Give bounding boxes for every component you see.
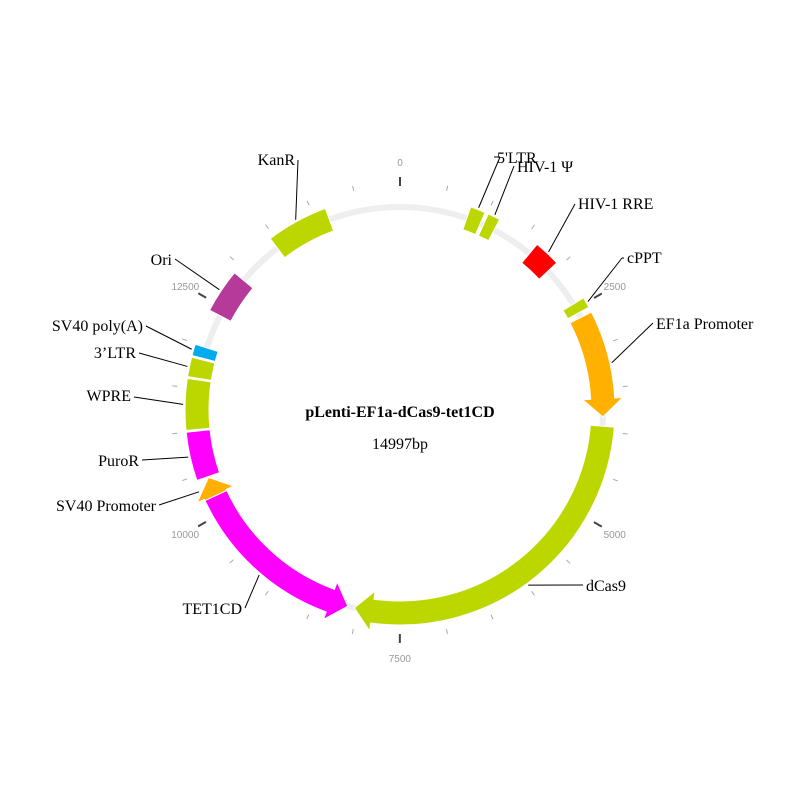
minor-tick [612, 478, 618, 482]
minor-tick [445, 629, 448, 635]
feature-sv40-polya [191, 343, 219, 363]
minor-tick [352, 185, 355, 191]
feature-puror [185, 429, 221, 482]
label-tet1cd: TET1CD [182, 601, 242, 618]
major-tick [197, 292, 207, 299]
minor-tick [622, 432, 628, 435]
major-tick [593, 292, 603, 299]
leader-3ltr [138, 352, 188, 367]
feature-hiv1-psi [477, 213, 501, 242]
minor-tick [566, 256, 571, 261]
label-puror: PuroR [98, 453, 139, 470]
label-ori: Ori [151, 252, 173, 269]
minor-tick [490, 200, 494, 206]
feature-hiv1-rre [521, 243, 558, 280]
tick-label: 12500 [171, 282, 199, 293]
minor-tick [229, 559, 234, 564]
feature-ori [208, 272, 254, 323]
feature-5ltr [462, 206, 486, 236]
minor-tick [446, 185, 449, 192]
minor-tick [531, 590, 535, 596]
leader-sv40-polya [145, 325, 192, 350]
minor-tick [265, 224, 269, 229]
label-hiv1-rre: HIV-1 RRE [578, 196, 653, 213]
leader-ori [174, 258, 220, 291]
label-hiv1-psi: HIV-1 Ψ [517, 159, 573, 176]
label-kanr: KanR [258, 152, 296, 169]
minor-tick [172, 432, 178, 435]
feature-arcs [184, 206, 624, 633]
leader-5ltr [478, 156, 501, 208]
leader-wpre [133, 396, 184, 405]
label-dcas9: dCas9 [586, 578, 626, 595]
tick-label: 7500 [389, 654, 412, 665]
minor-tick [181, 478, 188, 482]
minor-tick [351, 628, 354, 635]
label-ef1a-promoter: EF1a Promoter [656, 316, 754, 333]
tick-label: 0 [397, 158, 403, 169]
feature-kanr [269, 207, 335, 259]
minor-tick [182, 338, 188, 342]
feature-wpre [184, 377, 212, 432]
minor-tick [306, 200, 310, 206]
leader-puror [141, 456, 189, 461]
minor-tick [566, 559, 571, 564]
minor-tick [612, 338, 618, 342]
minor-tick [490, 614, 494, 620]
minor-tick [264, 590, 269, 596]
feature-dcas9 [353, 424, 615, 633]
leader-ef1a-promoter [611, 322, 654, 364]
tick-label: 2500 [604, 282, 627, 293]
label-3ltr: 3’LTR [94, 345, 136, 362]
leader-kanr [295, 159, 299, 220]
feature-ef1a-promoter [569, 311, 624, 418]
major-tick [593, 521, 603, 528]
feature-3ltr [187, 356, 216, 381]
minor-tick [172, 385, 178, 387]
label-sv40-polya: SV40 poly(A) [52, 318, 143, 335]
label-sv40-promoter: SV40 Promoter [56, 498, 157, 515]
minor-tick [622, 385, 628, 388]
minor-tick [306, 614, 310, 620]
leader-hiv1-rre [548, 203, 576, 253]
label-cppt: cPPT [627, 250, 662, 267]
label-wpre: WPRE [87, 388, 131, 405]
leader-cppt [587, 257, 623, 302]
minor-tick [229, 256, 235, 261]
leader-sv40-promoter [158, 491, 200, 506]
tick-marks: 0 2500 5000 7500 10000 12500 [171, 158, 628, 665]
major-tick [197, 520, 207, 528]
feature-sv40-promoter [196, 476, 235, 504]
leader-tet1cd [244, 574, 260, 609]
label-5ltr: 5'LTR [497, 150, 537, 167]
feature-cppt [562, 297, 590, 320]
tick-label: 10000 [171, 530, 199, 541]
feature-tet1cd [202, 486, 349, 621]
tick-label: 5000 [604, 530, 627, 541]
plasmid-name: pLenti-EF1a-dCas9-tet1CD [305, 404, 494, 421]
minor-tick [531, 224, 536, 230]
plasmid-length: 14997bp [372, 436, 428, 453]
leader-hiv1-psi [494, 165, 515, 216]
